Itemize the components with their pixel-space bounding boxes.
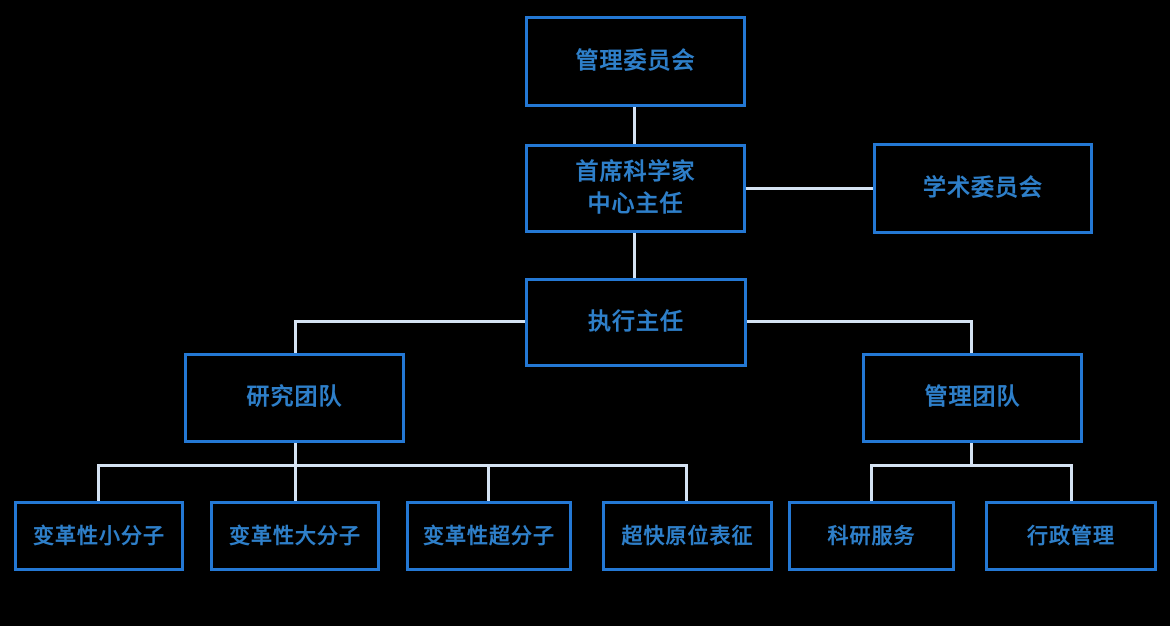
node-management-committee: 管理委员会	[525, 16, 746, 107]
node-label: 首席科学家 中心主任	[575, 159, 696, 217]
connector-drop-supra-molecules	[487, 464, 490, 501]
node-label: 学术委员会	[923, 174, 1043, 201]
connector-chief-to-executive	[633, 233, 636, 278]
node-executive-director: 执行主任	[525, 278, 747, 367]
connector-executive-to-research	[294, 320, 297, 353]
connector-research-feed	[294, 443, 297, 501]
connector-executive-left-horizontal	[294, 320, 525, 323]
connector-research-bus	[97, 464, 688, 467]
connector-management-feed	[970, 443, 973, 466]
connector-executive-right-horizontal	[747, 320, 973, 323]
node-transformative-macro-molecules: 变革性大分子	[210, 501, 380, 571]
connector-executive-to-management	[970, 320, 973, 353]
node-label: 超快原位表征	[621, 523, 754, 548]
node-transformative-small-molecules: 变革性小分子	[14, 501, 184, 571]
connector-committee-to-chief	[633, 107, 636, 144]
node-label: 行政管理	[1027, 523, 1115, 548]
node-label: 变革性大分子	[229, 523, 361, 548]
node-label: 研究团队	[246, 384, 343, 411]
connector-drop-ultrafast	[685, 464, 688, 501]
node-label: 科研服务	[827, 523, 916, 548]
node-transformative-supra-molecules: 变革性超分子	[406, 501, 572, 571]
connector-drop-administration	[1070, 464, 1073, 501]
node-academic-committee: 学术委员会	[873, 143, 1093, 234]
node-chief-scientist-center-director: 首席科学家 中心主任	[525, 144, 746, 233]
connector-chief-to-academic	[746, 187, 873, 190]
node-label: 变革性超分子	[423, 523, 555, 548]
node-management-team: 管理团队	[862, 353, 1083, 443]
node-ultrafast-insitu-characterization: 超快原位表征	[602, 501, 773, 571]
connector-drop-research-services	[870, 464, 873, 501]
node-label: 管理委员会	[575, 47, 696, 74]
connector-management-bus	[870, 464, 1073, 467]
node-research-services: 科研服务	[788, 501, 955, 571]
connector-drop-small-molecules	[97, 464, 100, 501]
node-label: 管理团队	[924, 384, 1021, 411]
node-administrative-management: 行政管理	[985, 501, 1157, 571]
node-research-team: 研究团队	[184, 353, 405, 443]
node-label: 执行主任	[588, 308, 684, 335]
node-label: 变革性小分子	[33, 523, 165, 548]
